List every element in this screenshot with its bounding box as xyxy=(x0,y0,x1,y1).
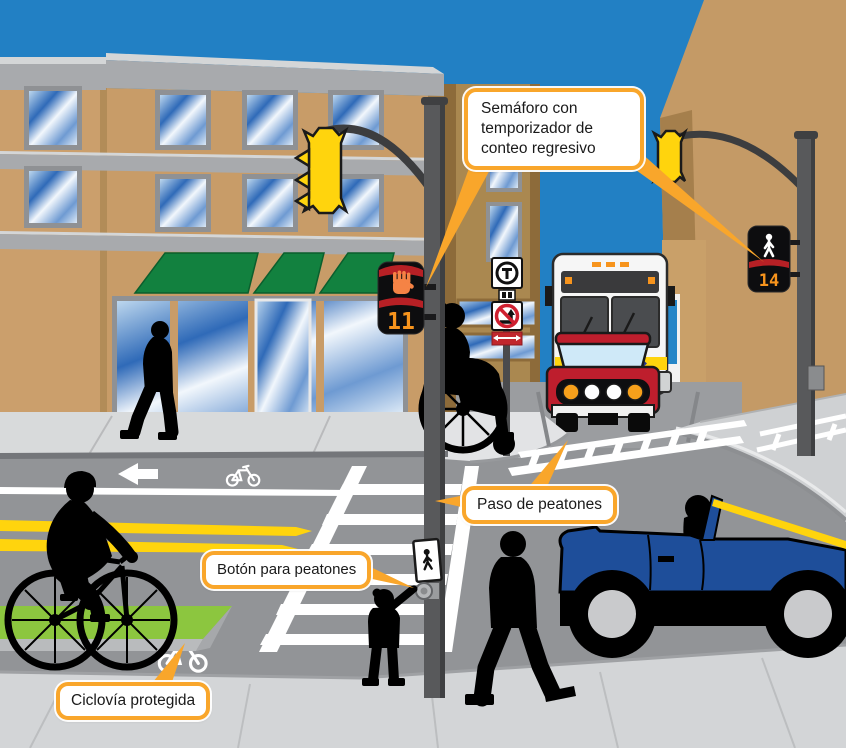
callout-protected-bike-lane: Ciclovía protegida xyxy=(56,682,211,721)
foreground-sidewalk xyxy=(0,643,846,748)
door-handle xyxy=(658,556,674,562)
traffic-signal-side-view xyxy=(293,126,349,215)
pointer-to-bike-lane xyxy=(148,643,185,688)
callout-crosswalk: Paso de peatones xyxy=(462,486,617,525)
regulatory-signs xyxy=(491,257,523,456)
truck-grille xyxy=(556,379,650,405)
pedestrian-signal-right: 14 xyxy=(747,225,800,293)
pedestrian-silhouette-crossing xyxy=(465,531,576,707)
sign-pole xyxy=(503,266,510,456)
floor-band xyxy=(0,234,444,256)
bus-destination-sign xyxy=(561,271,659,293)
countdown-left: 11 xyxy=(387,309,415,335)
red-truck xyxy=(545,331,661,432)
left-building xyxy=(0,53,444,420)
cornice xyxy=(106,53,444,74)
bus-mirror xyxy=(668,286,675,306)
awning xyxy=(133,252,395,294)
store-door xyxy=(254,298,312,420)
cyclist-silhouette xyxy=(4,471,178,671)
callout-pedestrian-button: Botón para peatones xyxy=(202,551,372,589)
pedestrian-silhouette-left xyxy=(120,321,179,440)
raised-hand-icon xyxy=(393,270,414,294)
left-arrow-icon xyxy=(118,463,158,485)
protected-bike-lane-buffer xyxy=(0,606,232,651)
pedestrian-signal-left: 11 xyxy=(377,261,436,335)
bus-mirror xyxy=(545,286,552,306)
pointer-to-left-signal xyxy=(426,160,492,287)
far-crosswalk xyxy=(508,420,747,476)
pedestrian-button xyxy=(412,537,443,584)
countdown-right: 14 xyxy=(759,271,779,291)
pointer-to-far-crosswalk xyxy=(527,440,568,489)
signal-control-box xyxy=(807,365,825,391)
child-silhouette xyxy=(362,585,418,686)
callout-countdown-signal: Semáforo con temporizador de conteo regr… xyxy=(464,88,644,171)
blue-convertible-car xyxy=(558,494,846,658)
pointer-to-right-signal xyxy=(622,152,764,262)
pointer-to-near-crosswalk xyxy=(435,494,470,509)
